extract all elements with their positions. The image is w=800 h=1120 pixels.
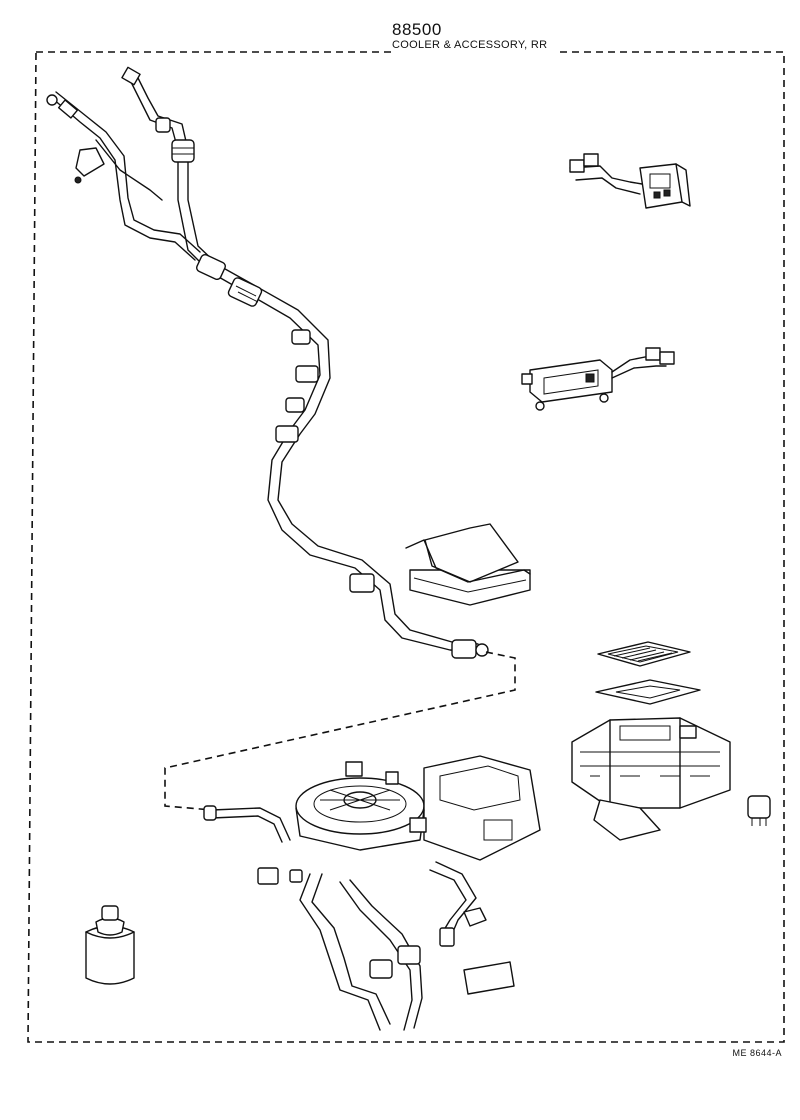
switch-harness [521,347,675,411]
compressor-oil-bottle [85,905,135,985]
connection-guide [164,651,516,811]
relay-connector [747,795,771,826]
pipe-clamp [275,329,489,659]
reference-code: ME 8644-A [732,1048,782,1058]
part-number: 88500 [392,20,442,39]
evaporator-case [571,717,731,841]
unit-tubing [203,805,477,1031]
assembly-boundary [27,51,785,1043]
gasket-frame [595,679,701,705]
air-filter [597,641,691,667]
hose-clip [463,907,487,927]
rear-control-switch [569,153,691,209]
hose-coupling [171,139,263,307]
diagram-caption: COOLER & ACCESSORY, RR [392,39,548,51]
blower-unit [295,755,541,861]
duct-cover [405,523,531,606]
refrigerant-pipe-assembly [46,66,489,659]
insulation-pad [463,961,515,995]
